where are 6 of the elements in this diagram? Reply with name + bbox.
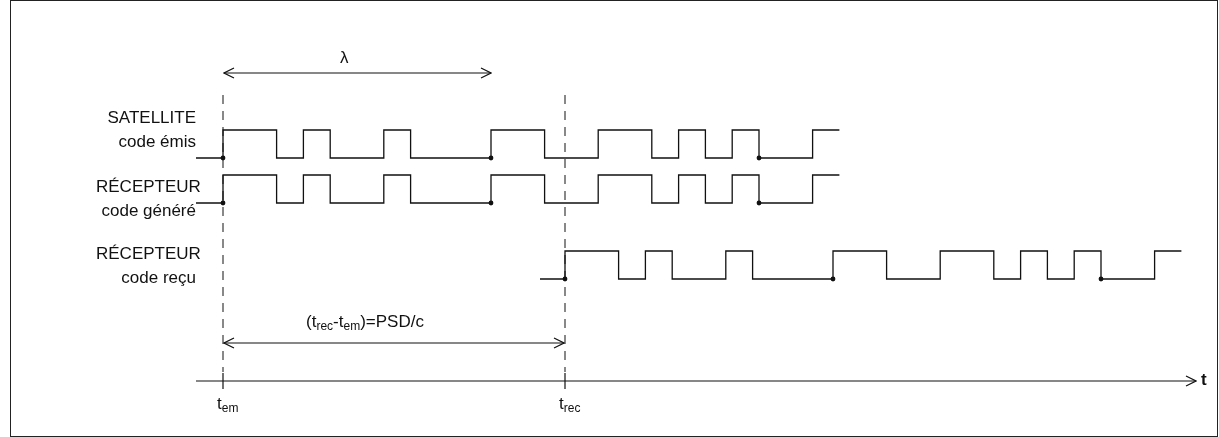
dimension-label: (t$_{rec}$-t$_{em}$)=PSD/c (306, 311, 424, 335)
signal-label: SATELLITE code émis (106, 107, 196, 153)
axis-label: t (1201, 369, 1207, 391)
tick-label: t$_{em}$ (217, 393, 239, 417)
tick-label: t$_{rec}$ (559, 393, 581, 417)
dimension-label: λ (340, 47, 349, 69)
